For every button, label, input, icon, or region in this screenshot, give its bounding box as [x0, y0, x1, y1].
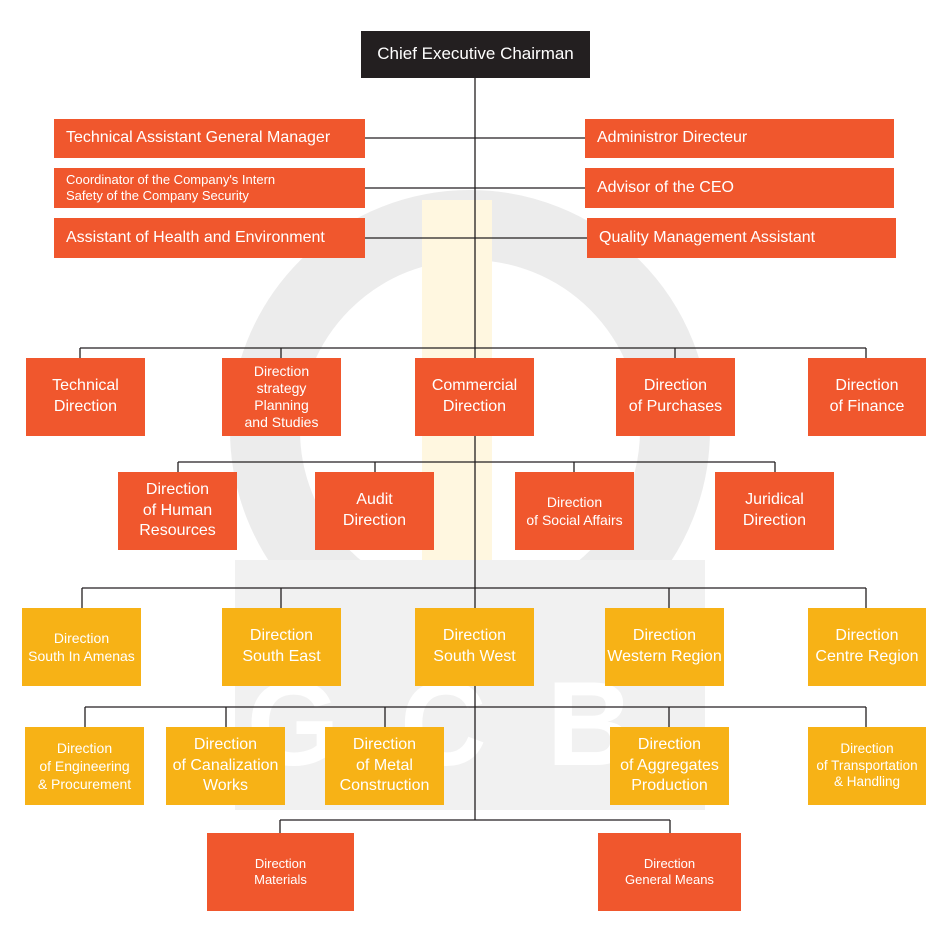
human-resources-line-1: Direction	[145, 480, 210, 498]
purchases-direction-line-2: of Purchases	[628, 398, 723, 415]
region-centre-line-1: Direction	[835, 627, 899, 645]
region-western-line-1: Direction	[632, 627, 697, 645]
level1-bus-line	[79, 347, 867, 358]
region-bus-line	[81, 587, 867, 608]
finance-direction-line-1: Direction	[835, 377, 899, 395]
technical-direction-line-1: Technical	[52, 377, 119, 395]
technical-assistant-gm-box: Technical Assistant General Manager	[54, 119, 365, 158]
strategy-planning-line-2: strategy	[256, 380, 307, 397]
human-resources-line-3: Resources	[139, 522, 216, 540]
transportation-handling-line-3: & Handling	[833, 774, 901, 790]
juridical-direction-line-1: Juridical	[745, 491, 804, 509]
metal-construction-line-3: Construction	[339, 777, 430, 795]
audit-direction-line-1: Audit	[356, 491, 393, 509]
ceo-advisor-label: Advisor of the CEO	[597, 178, 734, 196]
administrator-director-label: Administror Directeur	[597, 129, 748, 147]
human-resources-direction-box: Direction of Human Resources	[118, 472, 237, 550]
canalization-works-direction-box: Direction of Canalization Works	[166, 727, 285, 805]
region-south-east-line-2: South East	[242, 648, 321, 665]
purchases-direction-line-1: Direction	[643, 377, 708, 395]
transportation-handling-direction-box: Direction of Transportation & Handling	[808, 727, 926, 805]
transportation-handling-line-2: of Transportation	[816, 757, 918, 773]
quality-management-assistant-box: Quality Management Assistant	[587, 218, 896, 258]
ceo-label: Chief Executive Chairman	[377, 44, 574, 64]
general-means-direction-box: Direction General Means	[598, 833, 741, 911]
region-south-east-line-1: Direction	[249, 627, 314, 645]
metal-construction-line-1: Direction	[352, 735, 417, 753]
ceo-advisor-box: Advisor of the CEO	[585, 168, 894, 208]
quality-management-assistant-label: Quality Management Assistant	[599, 228, 816, 246]
engineering-procurement-line-2: of Engineering	[39, 757, 130, 774]
materials-direction-line-1: Direction	[254, 855, 307, 871]
strategy-planning-line-4: and Studies	[244, 413, 319, 430]
canalization-works-line-3: Works	[202, 777, 249, 795]
general-means-direction-line-1: Direction	[643, 855, 696, 871]
commercial-direction-line-1: Commercial	[431, 377, 518, 395]
social-affairs-line-1: Direction	[546, 493, 603, 510]
general-means-direction-line-2: General Means	[625, 872, 714, 887]
ceo-box: Chief Executive Chairman	[361, 31, 590, 78]
strategy-planning-line-1: Direction	[253, 363, 310, 380]
materials-direction-box: Direction Materials	[207, 833, 354, 911]
canalization-works-line-1: Direction	[193, 735, 258, 753]
strategy-planning-line-3: Planning	[254, 397, 309, 413]
region-centre-box: Direction Centre Region	[808, 608, 926, 686]
purchases-direction-box: Direction of Purchases	[616, 358, 735, 436]
canalization-works-line-2: of Canalization	[172, 756, 279, 774]
level4-bus-line	[84, 706, 867, 727]
region-south-in-amenas-box: Direction South In Amenas	[22, 608, 141, 686]
region-south-in-amenas-line-2: South In Amenas	[28, 648, 135, 664]
security-coordinator-line-1: Coordinator of the Company's Intern	[66, 171, 276, 187]
juridical-direction-box: Juridical Direction	[715, 472, 834, 550]
region-south-west-line-2: South West	[433, 648, 516, 665]
health-environment-assistant-box: Assistant of Health and Environment	[54, 218, 365, 258]
region-centre-line-2: Centre Region	[815, 648, 919, 665]
region-western-line-2: Western Region	[607, 648, 722, 665]
security-coordinator-line-2: Safety of the Company Security	[66, 188, 249, 203]
human-resources-line-2: of Human	[142, 501, 213, 519]
materials-direction-line-2: Materials	[254, 872, 307, 887]
metal-construction-line-2: of Metal	[356, 756, 413, 774]
social-affairs-direction-box: Direction of Social Affairs	[515, 472, 634, 550]
region-south-in-amenas-line-1: Direction	[53, 629, 110, 646]
level2-bus-line	[177, 461, 776, 472]
region-south-west-line-1: Direction	[442, 627, 507, 645]
health-environment-assistant-label: Assistant of Health and Environment	[66, 228, 325, 246]
metal-construction-direction-box: Direction of Metal Construction	[325, 727, 444, 805]
region-western-box: Direction Western Region	[605, 608, 724, 686]
commercial-direction-line-2: Direction	[442, 398, 507, 415]
engineering-procurement-line-3: & Procurement	[37, 776, 132, 793]
level5-bus-line	[279, 819, 671, 833]
engineering-procurement-line-1: Direction	[56, 739, 113, 756]
transportation-handling-line-1: Direction	[840, 740, 894, 756]
administrator-director-box: Administror Directeur	[585, 119, 894, 158]
strategy-planning-direction-box: Direction strategy Planning and Studies	[222, 358, 341, 436]
finance-direction-box: Direction of Finance	[808, 358, 926, 436]
aggregates-production-line-2: of Aggregates	[620, 756, 719, 774]
aggregates-production-direction-box: Direction of Aggregates Production	[610, 727, 729, 805]
technical-direction-box: Technical Direction	[26, 358, 145, 436]
engineering-procurement-direction-box: Direction of Engineering & Procurement	[25, 727, 144, 805]
region-south-east-box: Direction South East	[222, 608, 341, 686]
technical-assistant-gm-label: Technical Assistant General Manager	[66, 129, 331, 147]
audit-direction-line-2: Direction	[342, 512, 407, 529]
region-south-west-box: Direction South West	[415, 608, 534, 686]
commercial-direction-box: Commercial Direction	[415, 358, 534, 436]
security-coordinator-box: Coordinator of the Company's Intern Safe…	[54, 168, 365, 208]
aggregates-production-line-1: Direction	[637, 735, 702, 753]
finance-direction-line-2: of Finance	[829, 398, 905, 415]
juridical-direction-line-2: Direction	[742, 512, 807, 529]
audit-direction-box: Audit Direction	[315, 472, 434, 550]
social-affairs-line-2: of Social Affairs	[526, 512, 623, 528]
technical-direction-line-2: Direction	[53, 398, 118, 415]
aggregates-production-line-3: Production	[631, 777, 708, 795]
